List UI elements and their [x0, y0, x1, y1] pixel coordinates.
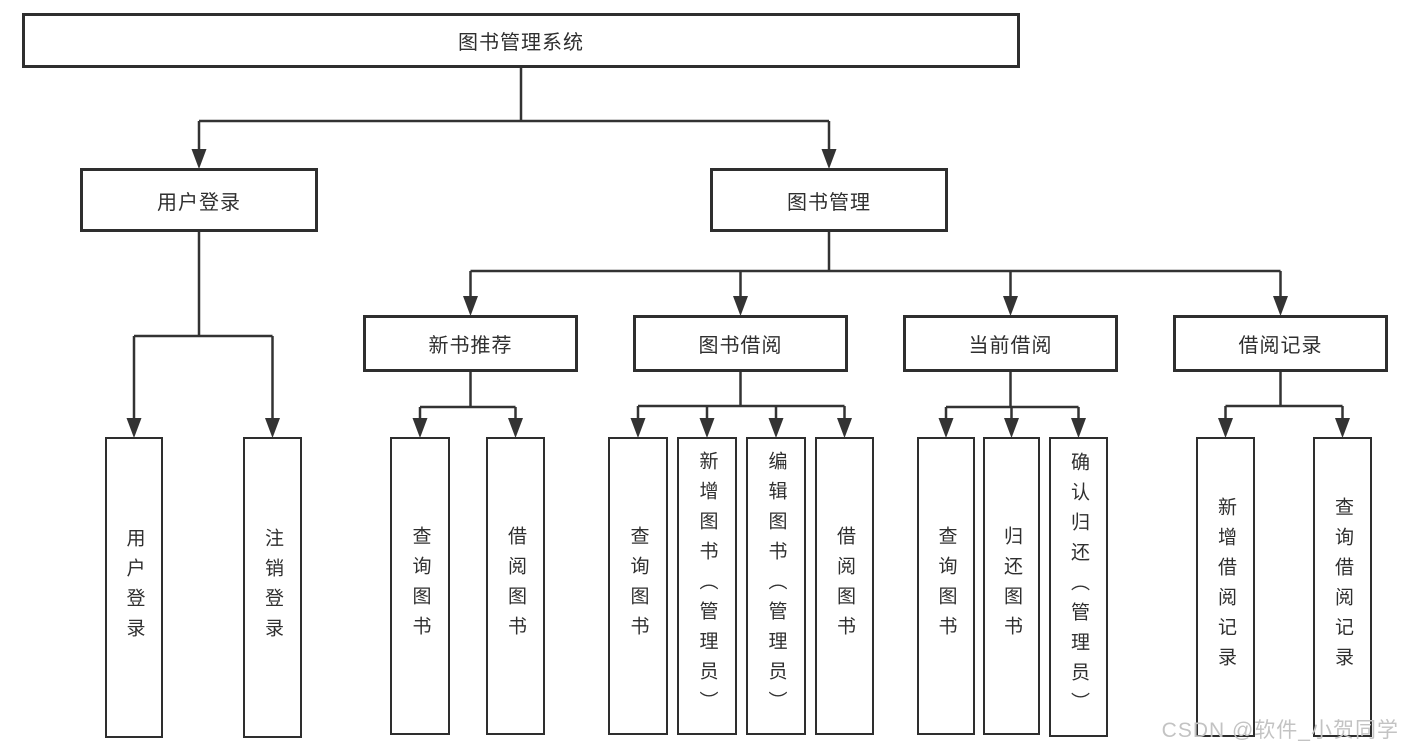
node-current-borrow: 当前借阅	[903, 315, 1118, 372]
node-borrow-records: 借阅记录	[1173, 315, 1388, 372]
node-leaf-user-login: 用户登录	[105, 437, 163, 738]
node-root: 图书管理系统	[22, 13, 1020, 68]
node-leaf-logout: 注销登录	[243, 437, 302, 738]
node-book-borrow: 图书借阅	[633, 315, 848, 372]
node-book-mgmt: 图书管理	[710, 168, 948, 232]
node-leaf-borrow-book-1: 借阅图书	[486, 437, 545, 735]
watermark: CSDN @软件_小贺同学	[1161, 719, 1399, 742]
node-leaf-edit-book: 编辑图书（管理员）	[746, 437, 806, 735]
node-new-book-rec: 新书推荐	[363, 315, 578, 372]
node-leaf-query-record: 查询借阅记录	[1313, 437, 1372, 737]
node-leaf-add-book: 新增图书（管理员）	[677, 437, 737, 735]
node-user-login: 用户登录	[80, 168, 318, 232]
node-leaf-query-book-2: 查询图书	[608, 437, 668, 735]
node-leaf-query-book-3: 查询图书	[917, 437, 975, 735]
node-leaf-add-record: 新增借阅记录	[1196, 437, 1255, 737]
node-leaf-return-book: 归还图书	[983, 437, 1040, 735]
node-leaf-query-book-1: 查询图书	[390, 437, 450, 735]
node-leaf-confirm-return: 确认归还（管理员）	[1049, 437, 1108, 737]
node-leaf-borrow-book-2: 借阅图书	[815, 437, 874, 735]
